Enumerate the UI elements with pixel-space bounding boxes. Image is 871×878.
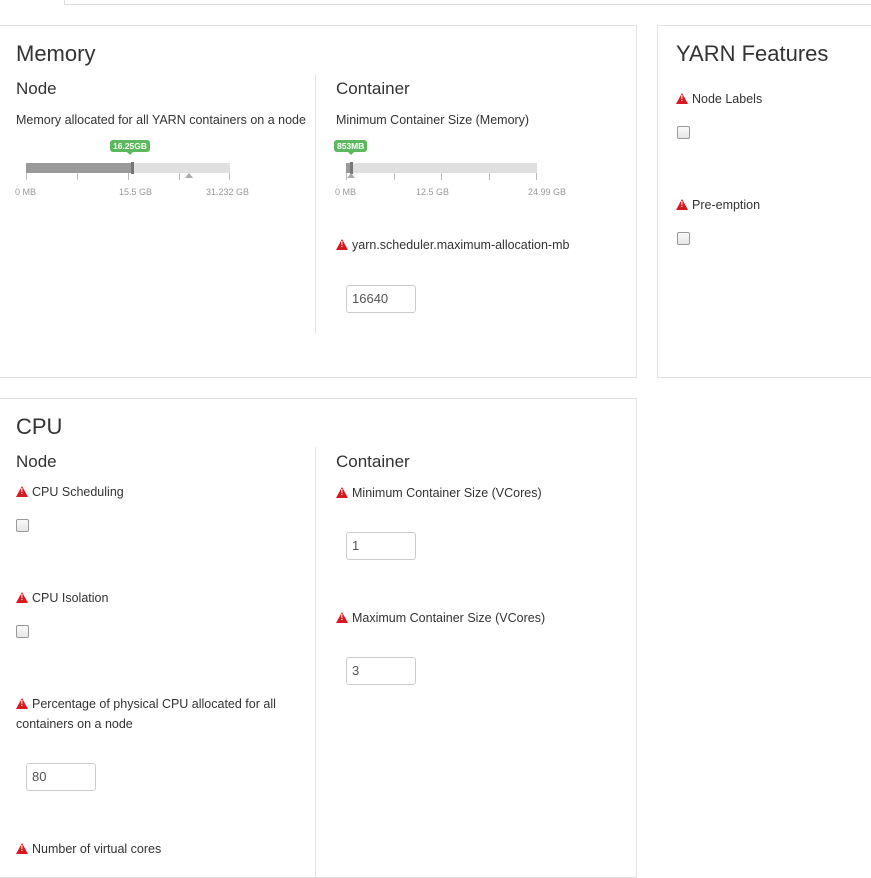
cpu-scheduling-row: CPU Scheduling [16, 482, 124, 502]
tick [489, 173, 490, 180]
memory-node-label: Memory allocated for all YARN containers… [16, 113, 306, 127]
cpu-percentage-label-line1: Percentage of physical CPU allocated for… [32, 697, 276, 711]
memory-node-title: Node [16, 79, 57, 98]
virtual-cores-row: Number of virtual cores [16, 839, 161, 859]
virtual-cores-label: Number of virtual cores [32, 842, 162, 856]
yarn-features-title: YARN Features [676, 41, 829, 66]
memory-container-max-label: yarn.scheduler.maximum-allocation-mb [352, 238, 570, 252]
recommended-marker-icon [185, 173, 193, 178]
cpu-percentage-row: Percentage of physical CPU allocated for… [16, 694, 306, 734]
preemption-checkbox[interactable] [677, 232, 690, 245]
cpu-min-container-row: Minimum Container Size (VCores) [336, 483, 542, 503]
tick [179, 173, 180, 180]
memory-title: Memory [16, 41, 96, 66]
cpu-isolation-label: CPU Isolation [32, 591, 109, 605]
max-allocation-mb-input[interactable]: 16640 [346, 285, 416, 313]
min-vcores-input[interactable]: 1 [346, 532, 416, 560]
memory-container-title: Container [336, 79, 410, 98]
memory-container-max-row: yarn.scheduler.maximum-allocation-mb [336, 235, 569, 255]
cpu-percentage-input[interactable]: 80 [26, 763, 96, 791]
top-tab-border [64, 0, 871, 5]
memory-node-tick-min: 0 MB [15, 187, 37, 197]
memory-node-tick-mid: 15.5 GB [119, 187, 153, 197]
memory-container-tick-max: 24.99 GB [528, 187, 567, 197]
warning-icon [336, 239, 348, 250]
warning-icon [676, 93, 688, 104]
memory-node-slider[interactable] [26, 163, 230, 173]
node-labels-checkbox[interactable] [677, 126, 690, 139]
preemption-label: Pre-emption [692, 198, 761, 212]
max-vcores-input[interactable]: 3 [346, 657, 416, 685]
memory-container-slider-handle[interactable] [350, 162, 353, 174]
tick [26, 173, 27, 180]
preemption-row: Pre-emption [676, 195, 760, 215]
cpu-max-container-label: Maximum Container Size (VCores) [352, 611, 546, 625]
memory-panel: Memory Node Memory allocated for all YAR… [0, 25, 637, 378]
memory-container-value-bubble: 853MB [334, 140, 368, 155]
cpu-max-container-row: Maximum Container Size (VCores) [336, 608, 545, 628]
cpu-min-container-label: Minimum Container Size (VCores) [352, 486, 542, 500]
tick [77, 173, 78, 180]
warning-icon [676, 199, 688, 210]
memory-node-value-bubble: 16.25GB [110, 140, 151, 155]
cpu-node-title: Node [16, 452, 57, 471]
warning-icon [16, 698, 28, 709]
yarn-features-panel: YARN Features Node Labels Pre-emption [657, 25, 871, 378]
tick [128, 173, 129, 180]
cpu-scheduling-label: CPU Scheduling [32, 485, 124, 499]
cpu-container-title: Container [336, 452, 410, 471]
cpu-isolation-checkbox[interactable] [16, 625, 29, 638]
warning-icon [336, 612, 348, 623]
cpu-scheduling-checkbox[interactable] [16, 519, 29, 532]
tick [394, 173, 395, 180]
memory-node-tick-max: 31.232 GB [206, 187, 250, 197]
memory-node-slider-fill [26, 163, 132, 173]
warning-icon [16, 843, 28, 854]
memory-column-divider [315, 74, 316, 334]
warning-icon [16, 592, 28, 603]
warning-icon [16, 486, 28, 497]
memory-container-min-label: Minimum Container Size (Memory) [336, 113, 530, 127]
tick [441, 173, 442, 180]
tick [536, 173, 537, 180]
memory-container-tick-min: 0 MB [335, 187, 357, 197]
cpu-isolation-row: CPU Isolation [16, 588, 108, 608]
tick [229, 173, 230, 180]
memory-node-slider-handle[interactable] [131, 162, 134, 174]
cpu-title: CPU [16, 414, 63, 439]
node-labels-label: Node Labels [692, 92, 763, 106]
tick [346, 173, 347, 180]
memory-container-tick-mid: 12.5 GB [416, 187, 450, 197]
memory-container-slider[interactable] [346, 163, 537, 173]
cpu-column-divider [315, 447, 316, 877]
cpu-panel: CPU Node CPU Scheduling CPU Isolation Pe… [0, 398, 637, 878]
memory-container-slider-fill [346, 163, 352, 173]
recommended-marker-icon [347, 173, 355, 178]
warning-icon [336, 487, 348, 498]
cpu-percentage-label-line2: containers on a node [16, 717, 133, 731]
node-labels-row: Node Labels [676, 89, 762, 109]
